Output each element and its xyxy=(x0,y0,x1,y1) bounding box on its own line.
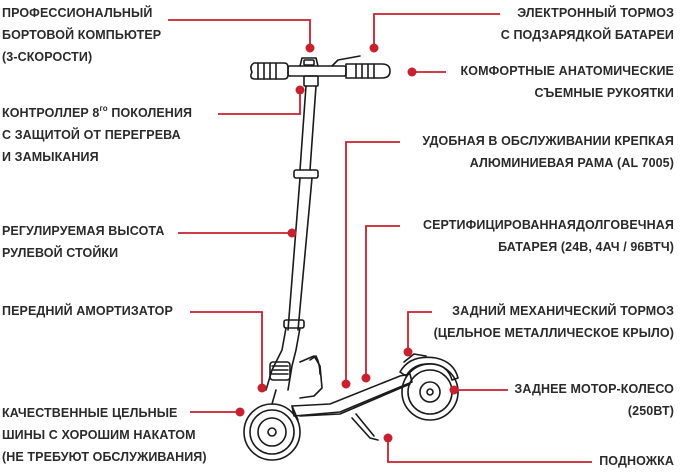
front-wheel xyxy=(243,389,301,461)
label-line: и замыкания xyxy=(2,150,99,164)
label-line: Заднее мотор-колесо xyxy=(514,382,674,396)
label-line: с подзарядкой батареи xyxy=(500,28,674,42)
label-motor-wheel: Заднее мотор-колесо (250Вт) xyxy=(514,378,674,422)
label-line: Сертифицированнаядолговечная xyxy=(422,218,674,232)
leader-lines xyxy=(168,13,592,463)
handlebar xyxy=(250,55,391,80)
label-line: с защитой от перегрева xyxy=(2,128,181,142)
label-line: Удобная в обслуживании крепкая xyxy=(422,134,674,148)
front-fork xyxy=(265,327,323,399)
label-line: Качественные цельные xyxy=(2,406,178,420)
label-line: бортовой компьютер xyxy=(2,28,162,42)
label-tires: Качественные цельные шины с хорошим нака… xyxy=(2,402,207,468)
label-line: Комфортные анатомические xyxy=(460,64,674,78)
rear-fender xyxy=(399,353,459,381)
label-line: Подножка xyxy=(599,454,674,468)
label-line: (не требуют обслуживания) xyxy=(2,450,207,464)
height-clamp xyxy=(293,169,319,179)
steering-column xyxy=(283,85,319,331)
label-fragment: поколения xyxy=(107,106,193,120)
shock-absorber xyxy=(269,361,291,381)
label-onboard-computer: Профессиональный бортовой компьютер (3-с… xyxy=(2,2,161,68)
label-superscript: го xyxy=(99,103,108,113)
label-line: Контроллер 8го поколения xyxy=(2,102,192,124)
label-line: (цельное металлическое крыло) xyxy=(433,326,674,340)
label-rear-brake: Задний механический тормоз (цельное мета… xyxy=(434,300,674,344)
label-line: Передний амортизатор xyxy=(2,304,173,318)
scooter-drawing xyxy=(243,55,459,461)
label-line: Задний механический тормоз xyxy=(452,304,674,318)
label-frame: Удобная в обслуживании крепкая алюминиев… xyxy=(422,130,674,174)
label-line: рулевой стойки xyxy=(2,246,119,260)
label-line: алюминиевая рама (AL 7005) xyxy=(469,156,674,170)
label-front-shock: Передний амортизатор xyxy=(2,300,173,322)
rear-wheel xyxy=(401,363,459,421)
label-grips: Комфортные анатомические съемные рукоятк… xyxy=(461,60,674,104)
label-electric-brake: Электронный тормоз с подзарядкой батареи xyxy=(501,2,674,46)
label-line: Профессиональный xyxy=(2,6,153,20)
leader-dots xyxy=(235,43,459,443)
label-fragment: Контроллер 8 xyxy=(2,106,100,120)
label-kickstand: Подножка xyxy=(599,450,674,472)
label-line: Регулируемая высота xyxy=(2,224,165,238)
label-column-height: Регулируемая высота рулевой стойки xyxy=(2,220,164,264)
label-line: шины с хорошим накатом xyxy=(2,428,196,442)
label-controller: Контроллер 8го поколения с защитой от пе… xyxy=(2,102,192,168)
right-grip xyxy=(345,63,391,79)
label-line: батарея (24В, 4Ач / 96Втч) xyxy=(498,240,674,254)
label-line: (250Вт) xyxy=(627,404,674,418)
label-line: Электронный тормоз xyxy=(517,6,674,20)
label-line: съемные рукоятки xyxy=(534,86,674,100)
label-line: (3-скорости) xyxy=(2,50,93,64)
kickstand-drawing xyxy=(351,417,379,441)
deck xyxy=(291,373,413,421)
display-unit xyxy=(299,57,319,67)
label-battery: Сертифицированнаядолговечная батарея (24… xyxy=(423,214,674,258)
brake-lever xyxy=(331,55,361,67)
